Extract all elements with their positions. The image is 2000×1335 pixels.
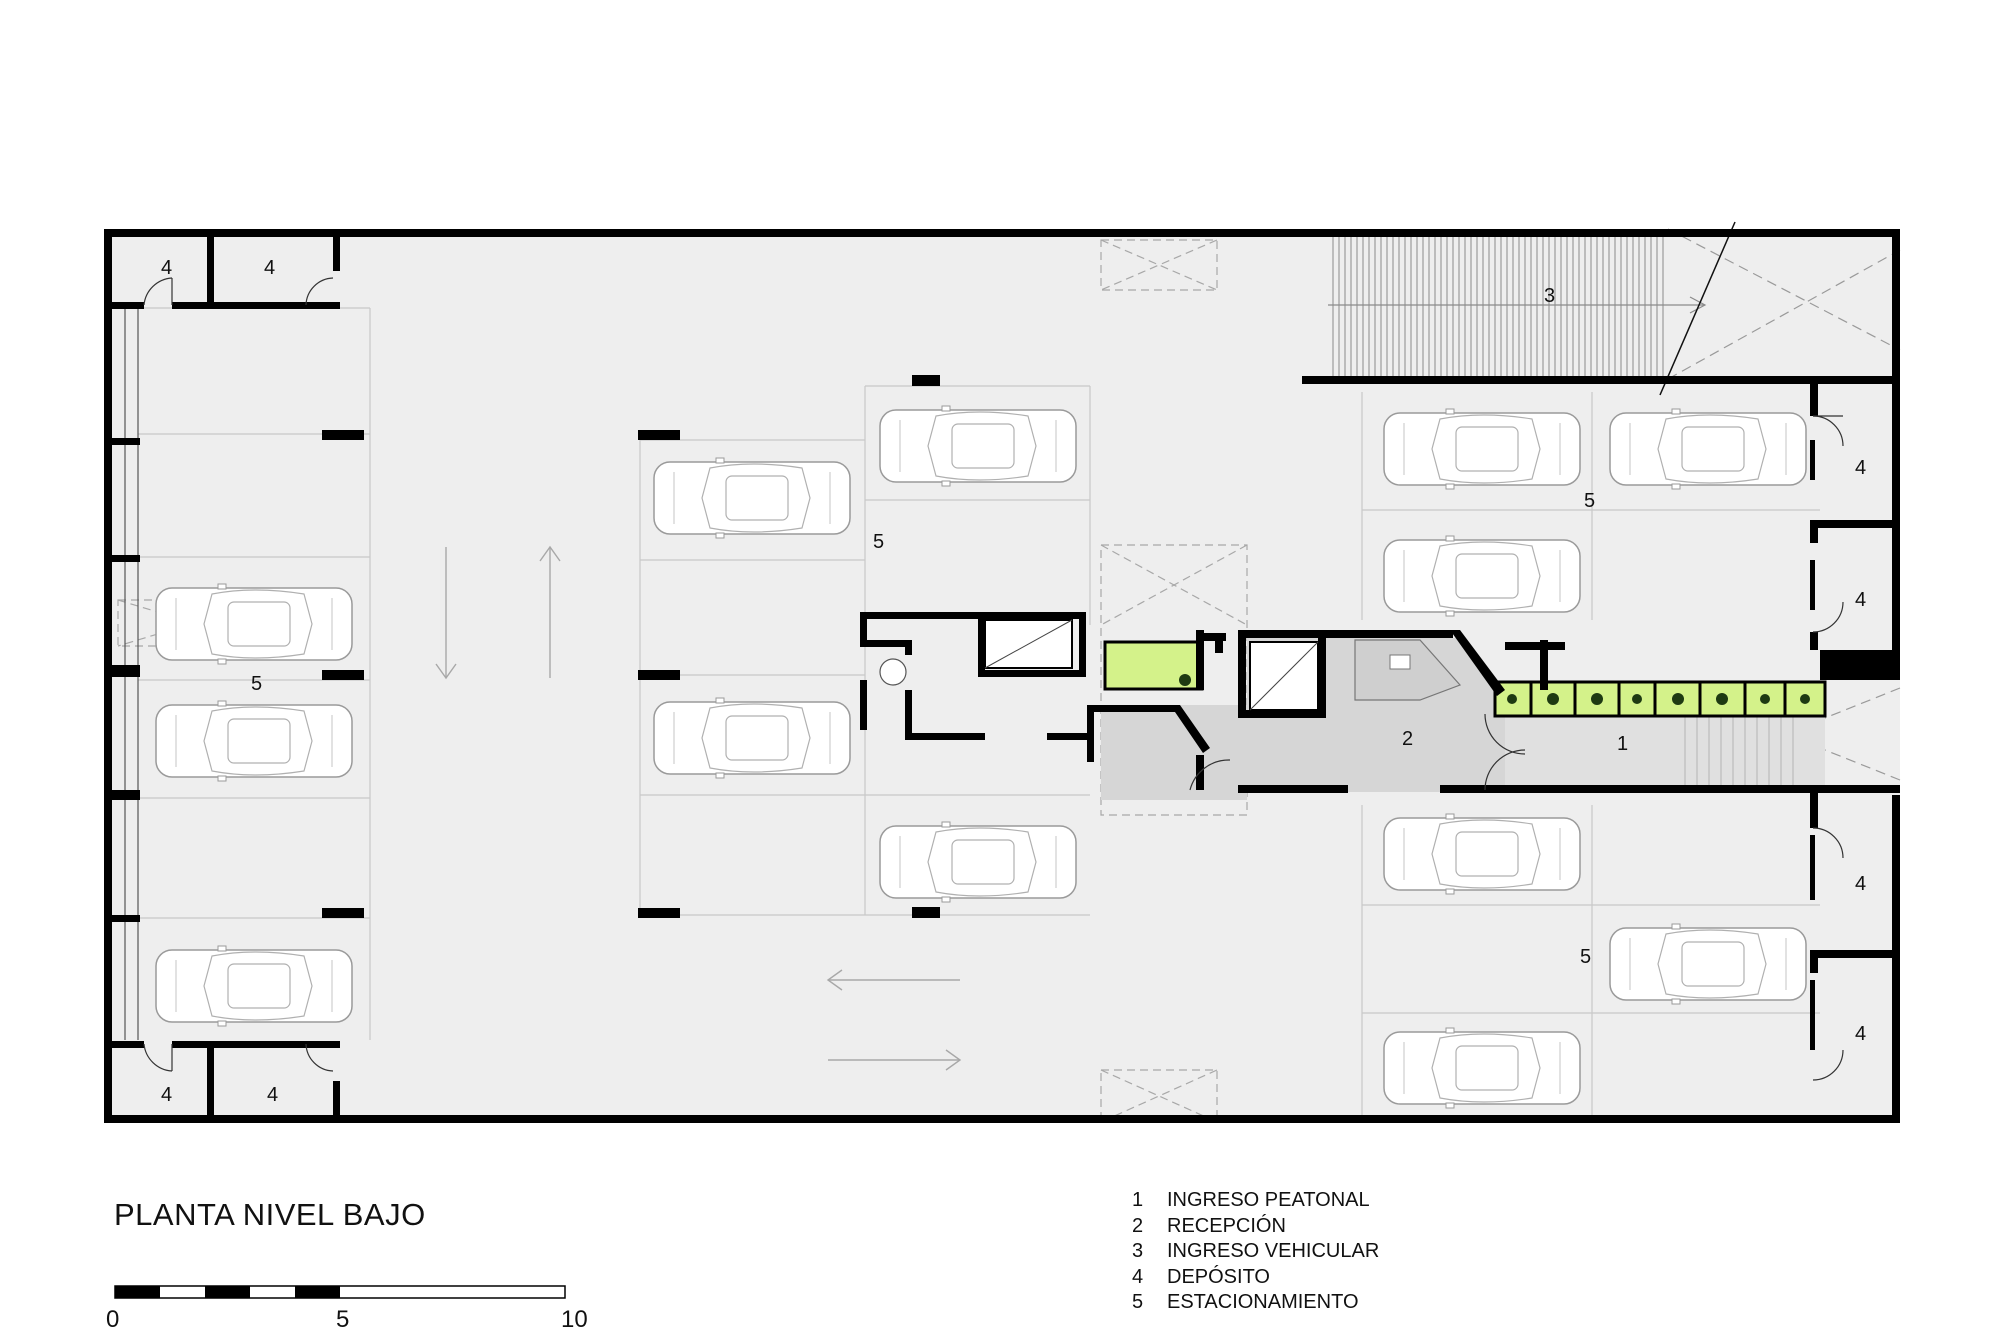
room-label: 3 [1544,285,1555,307]
room-label: 4 [161,257,172,279]
room-label: 4 [1855,589,1866,611]
scale-label-5: 5 [336,1306,350,1333]
legend-item: 5 ESTACIONAMIENTO [1132,1290,1379,1316]
room-label: 2 [1402,728,1413,750]
room-label: 5 [251,673,262,695]
room-label: 4 [1855,873,1866,895]
legend-number: 2 [1132,1214,1144,1237]
legend-number: 4 [1132,1265,1144,1288]
room-label: 4 [264,257,275,279]
room-labels: 4 4 4 4 4 4 4 4 5 5 5 5 3 2 1 [161,257,1866,1106]
legend-label: INGRESO VEHICULAR [1167,1240,1380,1262]
scale-bar [114,1285,566,1299]
legend-item: 4 DEPÓSITO [1132,1265,1379,1291]
legend-item: 1 INGRESO PEATONAL [1132,1188,1379,1214]
plan-title: PLANTA NIVEL BAJO [114,1197,426,1232]
traffic-arrows [435,545,962,1071]
walls [104,229,1900,1123]
scale-label-10: 10 [561,1306,588,1333]
legend-label: RECEPCIÓN [1167,1214,1286,1237]
legend-item: 2 RECEPCIÓN [1132,1214,1379,1240]
legend: 1 INGRESO PEATONAL 2 RECEPCIÓN 3 INGRESO… [1132,1188,1379,1316]
room-label: 4 [1855,457,1866,479]
vehicle-ramp [1328,229,1666,379]
room-label: 4 [161,1084,172,1106]
legend-number: 1 [1132,1189,1144,1211]
room-label: 1 [1617,733,1628,755]
legend-item: 3 INGRESO VEHICULAR [1132,1239,1379,1265]
room-label: 5 [873,531,884,553]
room-label: 4 [1855,1023,1866,1045]
room-label: 5 [1580,946,1591,968]
scale-label-0: 0 [106,1306,120,1333]
room-label: 4 [267,1084,278,1106]
legend-label: DEPÓSITO [1167,1265,1270,1288]
legend-label: ESTACIONAMIENTO [1167,1291,1359,1313]
legend-number: 5 [1132,1291,1144,1313]
legend-number: 3 [1132,1240,1144,1262]
legend-label: INGRESO PEATONAL [1167,1189,1370,1211]
room-label: 5 [1584,490,1595,512]
